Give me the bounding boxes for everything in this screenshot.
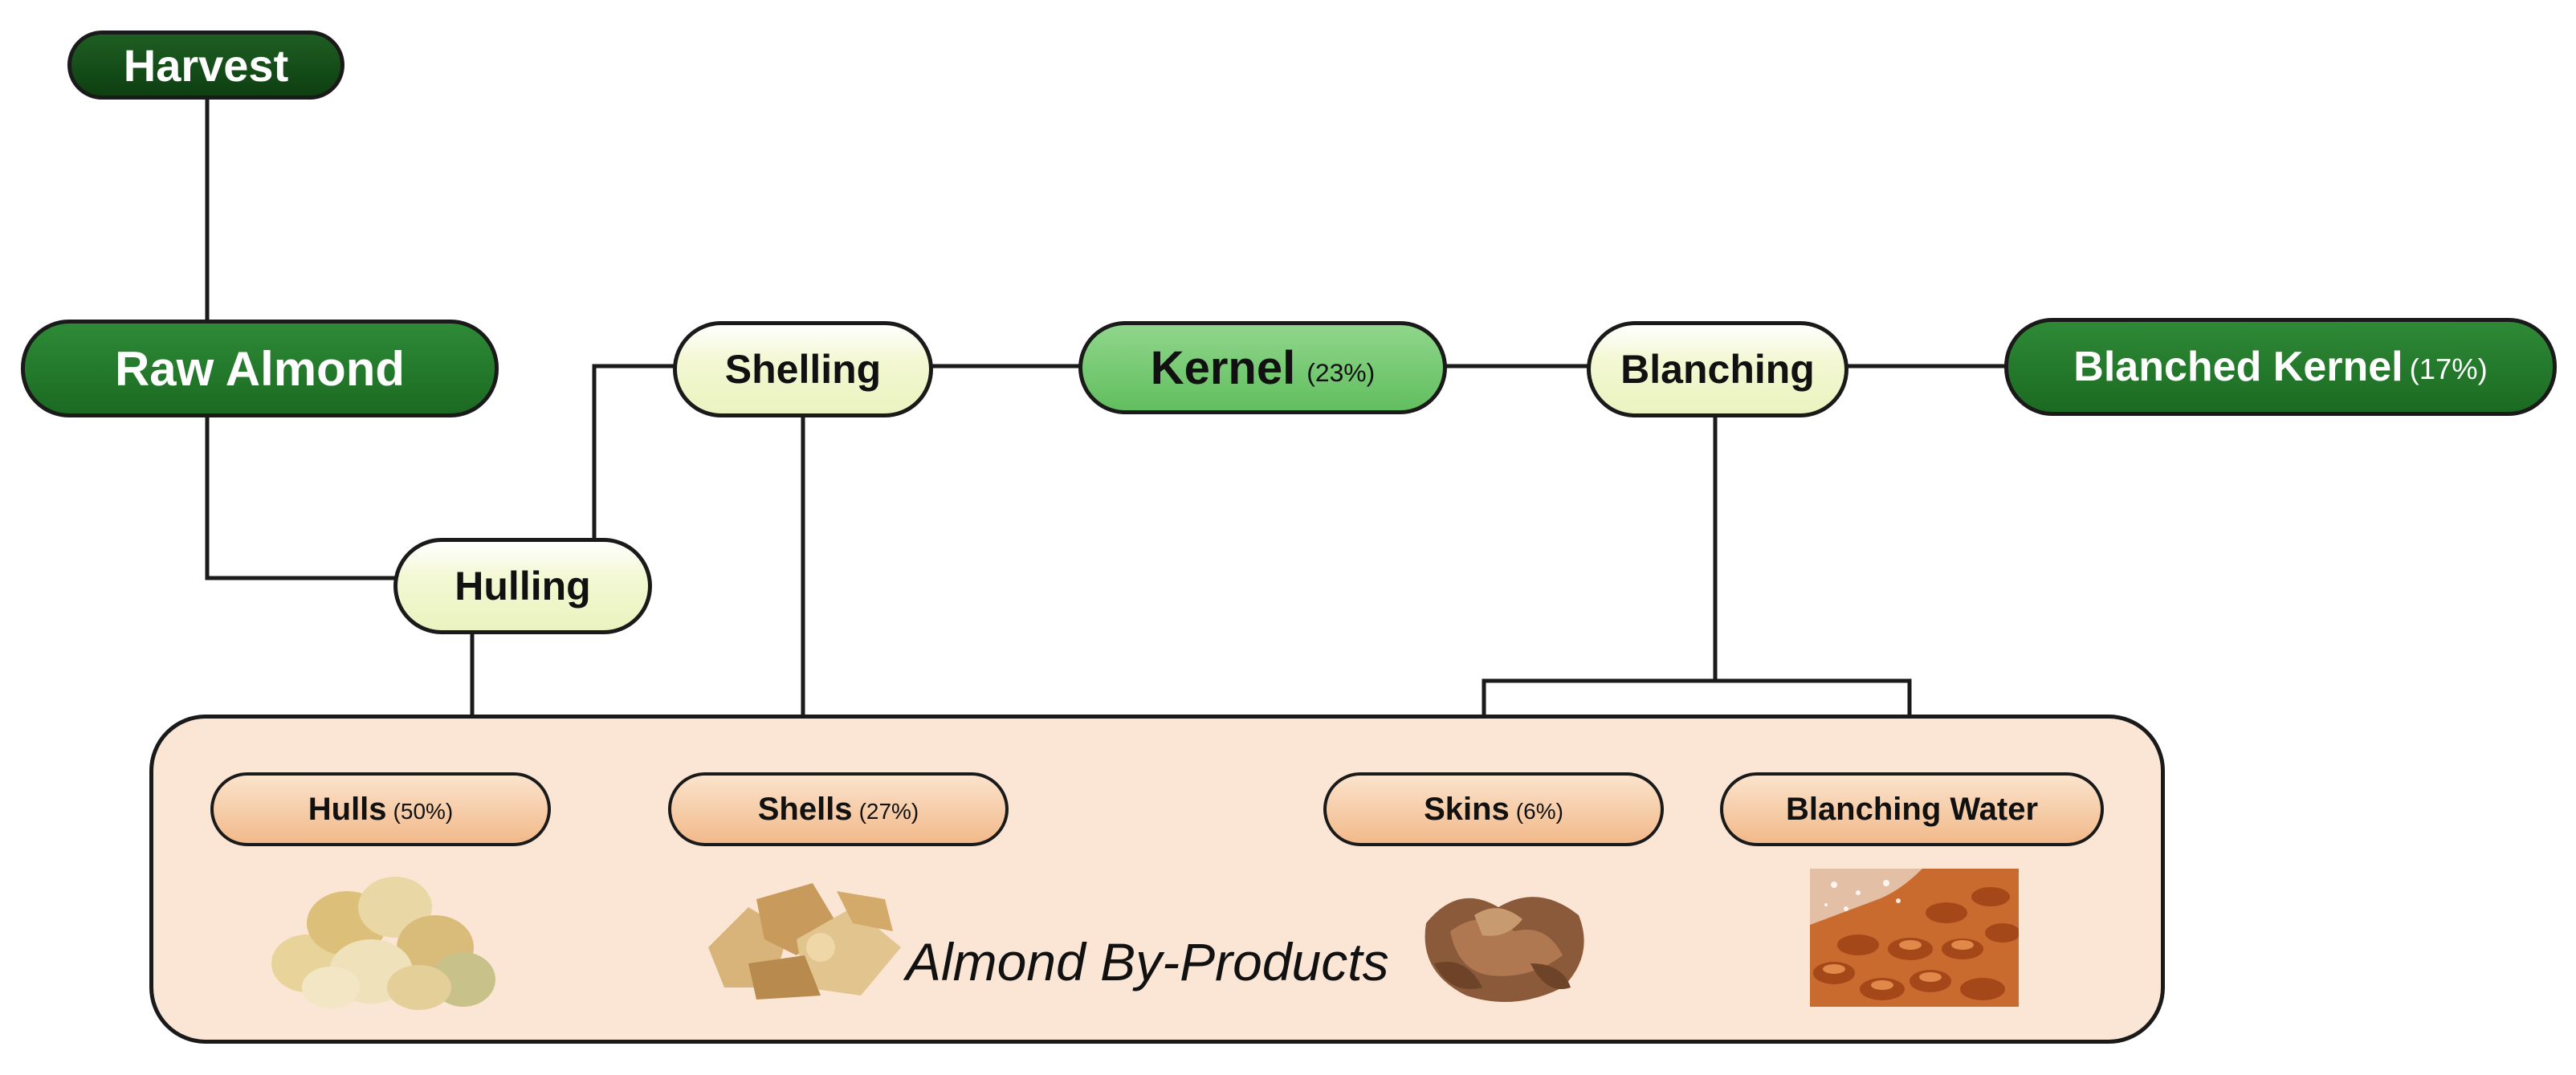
blanching-water-photo: [1810, 869, 2019, 1007]
byproduct-skins-pct: (6%): [1515, 799, 1563, 824]
edge-raw-almond-hulling: [205, 416, 395, 580]
node-blanching-label: Blanching: [1620, 347, 1815, 392]
node-blanched-kernel: Blanched Kernel (17%): [2004, 318, 2557, 416]
node-raw-almond-label: Raw Almond: [114, 341, 406, 396]
byproduct-shells: Shells (27%): [668, 772, 1009, 846]
byproduct-shells-label: Shells: [757, 791, 853, 827]
node-hulling: Hulling: [393, 538, 652, 634]
edge-hulling-shelling: [592, 364, 675, 538]
byproduct-skins: Skins (6%): [1323, 772, 1664, 846]
node-kernel-pct: (23%): [1306, 357, 1376, 387]
byproduct-blanching-water: Blanching Water: [1720, 772, 2104, 846]
byproduct-hulls-label: Hulls: [308, 791, 387, 827]
skins-photo: [1425, 897, 1584, 1002]
node-kernel-label: Kernel: [1150, 341, 1296, 394]
node-harvest: Harvest: [67, 31, 344, 100]
node-raw-almond: Raw Almond: [21, 320, 499, 417]
byproduct-hulls: Hulls (50%): [210, 772, 551, 846]
byproducts-title: Almond By-Products: [906, 932, 1389, 992]
byproduct-blanching-water-label: Blanching Water: [1785, 791, 2039, 827]
byproduct-hulls-pct: (50%): [393, 799, 454, 824]
node-blanched-kernel-label: Blanched Kernel: [2073, 344, 2403, 390]
hulls-photo: [271, 877, 495, 1010]
node-kernel: Kernel (23%): [1078, 321, 1447, 414]
byproduct-shells-pct: (27%): [858, 799, 919, 824]
node-shelling: Shelling: [673, 321, 933, 417]
node-shelling-label: Shelling: [724, 347, 882, 392]
node-hulling-label: Hulling: [454, 564, 591, 609]
node-blanched-kernel-pct: (17%): [2409, 352, 2488, 385]
node-blanching: Blanching: [1587, 321, 1848, 417]
node-harvest-label: Harvest: [123, 39, 289, 91]
byproduct-skins-label: Skins: [1424, 791, 1510, 827]
shells-photo: [708, 883, 901, 1000]
